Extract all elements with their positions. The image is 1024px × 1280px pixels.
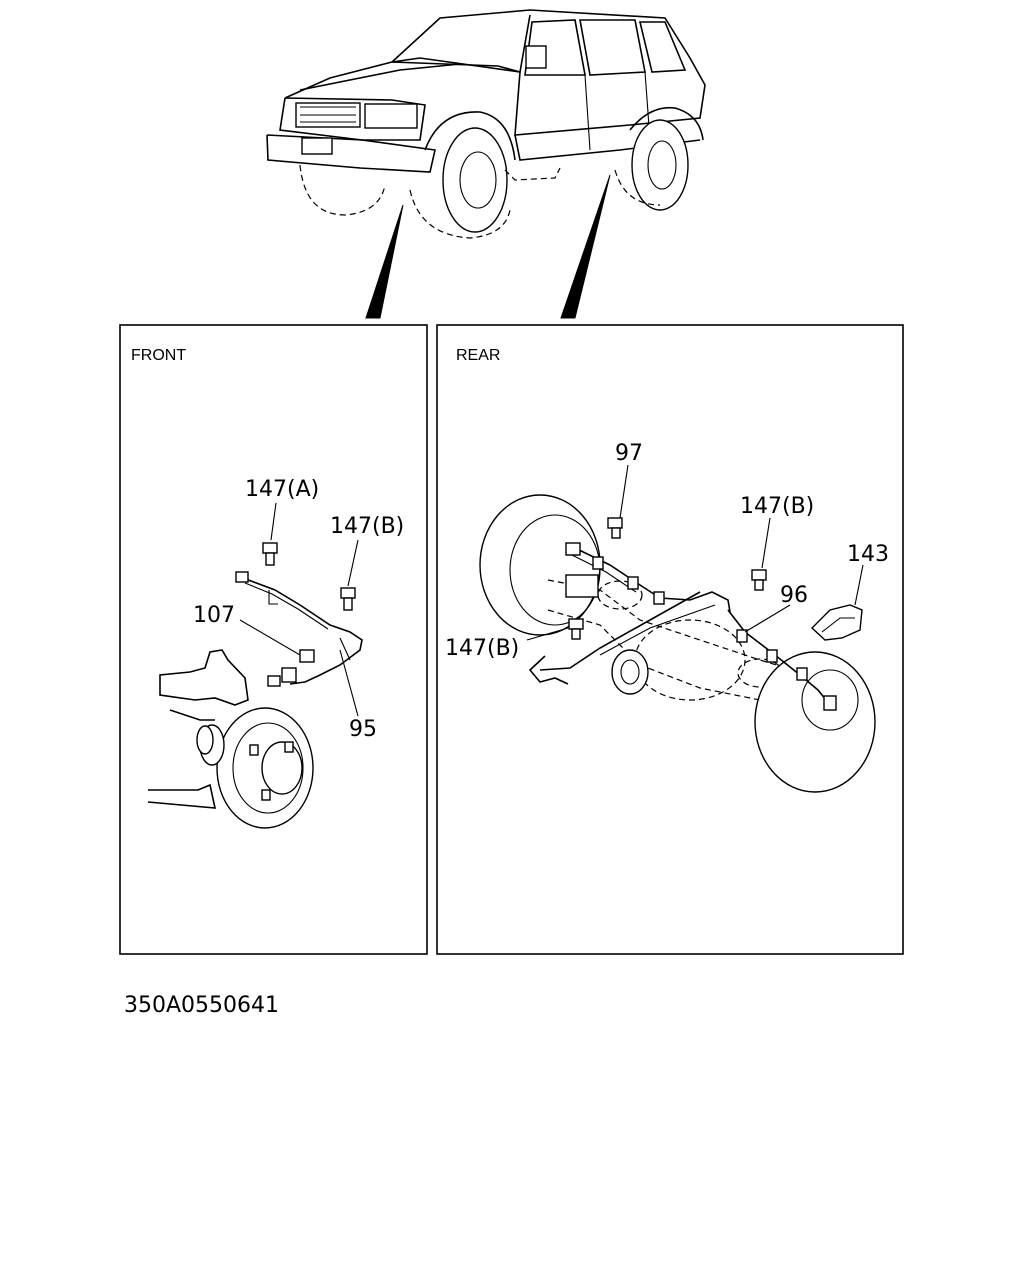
rear-clip-147b-upper (751, 569, 767, 591)
callout-95: 95 (349, 717, 377, 742)
rear-bolt-97 (607, 517, 623, 539)
rear-panel: REAR (436, 324, 904, 955)
callout-147a: 147(A) (245, 477, 319, 502)
front-clip-147b (340, 587, 356, 611)
front-panel: FRONT (119, 324, 428, 955)
callout-97: 97 (615, 441, 643, 466)
callout-147b-rear-lower: 147(B) (445, 636, 519, 661)
rear-sensor-harness (528, 542, 837, 711)
rear-right-wheel (754, 651, 876, 793)
front-sensor-harness (235, 571, 363, 687)
front-panel-title: FRONT (131, 347, 186, 364)
front-hub-assembly (147, 649, 314, 829)
callout-147b-front: 147(B) (330, 514, 404, 539)
rear-bracket-143 (810, 604, 863, 641)
rear-clip-147b-lower (568, 618, 584, 640)
vehicle-illustration (266, 9, 706, 319)
callout-143: 143 (847, 542, 889, 567)
rear-left-wheel (479, 494, 601, 636)
rear-panel-title: REAR (456, 347, 500, 364)
callout-96: 96 (780, 583, 808, 608)
drawing-code: 350A0550641 (124, 993, 279, 1018)
callout-107: 107 (193, 603, 235, 628)
front-clip-147a (262, 542, 278, 566)
callout-147b-rear-upper: 147(B) (740, 494, 814, 519)
rear-axle-housing (547, 574, 801, 713)
